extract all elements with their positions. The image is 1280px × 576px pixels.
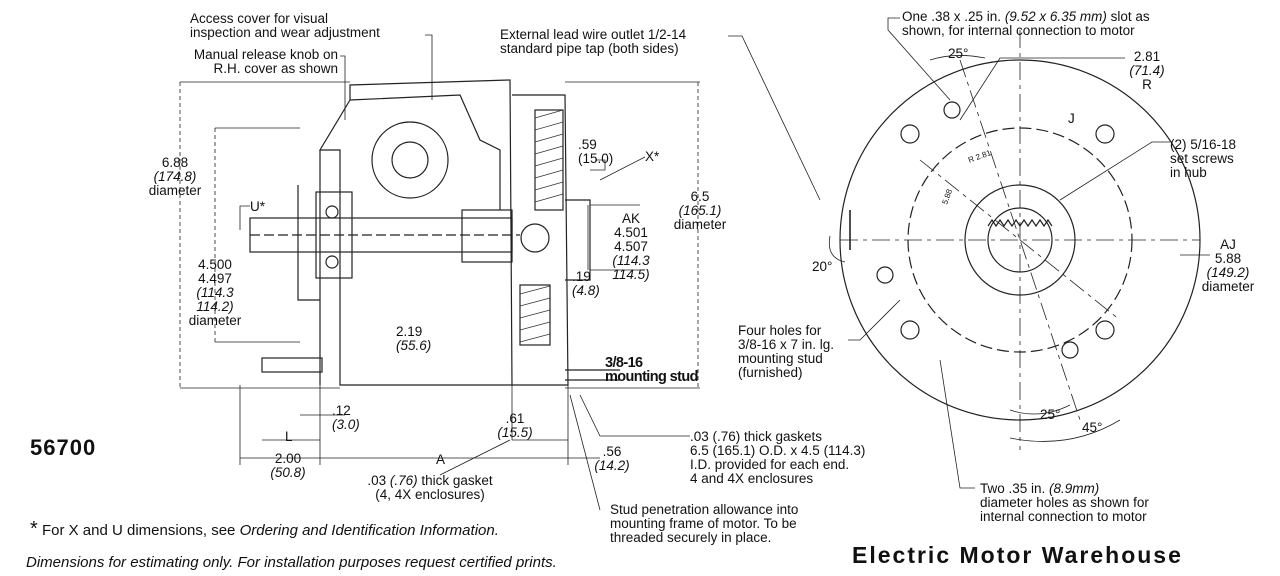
dim-012: .12 (3.0): [332, 403, 360, 432]
cover-top: [349, 94, 501, 210]
dim-A: A: [436, 452, 446, 467]
angle-25-top: 25°: [948, 46, 969, 61]
gaskets-label: .03 (.76) thick gaskets 6.5 (165.1) O.D.…: [690, 429, 866, 486]
access-cover-label: Access cover for visual inspection and w…: [190, 11, 380, 40]
mounting-stud-label: 3/8-16 mounting stud: [605, 355, 698, 385]
dim-061: .61 (15.5): [497, 411, 533, 440]
housing-left-face: [297, 185, 320, 301]
bearing: [315, 191, 353, 279]
dim-aj: AJ 5.88 (149.2) diameter: [1201, 237, 1255, 294]
dim-65: 6.5 (165.1) diameter: [673, 189, 727, 232]
disclaimer: Dimensions for estimating only. For inst…: [26, 554, 557, 571]
mounting-holes: [876, 101, 1115, 359]
shaft-collar: [461, 209, 513, 263]
two-holes-label: Two .35 in. (8.9mm) diameter holes as sh…: [980, 481, 1149, 524]
housing-outline: [318, 79, 513, 386]
thin-gasket-label: .03 (.76) thick gasket (4, 4X enclosures…: [367, 473, 493, 502]
u-star-label: U*: [250, 199, 266, 214]
brand-name: Electric Motor Warehouse: [852, 542, 1183, 568]
friction-disc-upper: [534, 109, 564, 211]
footnote: * For X and U dimensions, see Ordering a…: [30, 518, 499, 540]
set-screws-label: (2) 5/16-18 set screws in hub: [1170, 137, 1237, 180]
dim-059: .59 (15.0): [578, 137, 614, 166]
lead-wire-label: External lead wire outlet 1/2-14 standar…: [500, 27, 687, 56]
hub-ball: [520, 223, 550, 253]
release-knob-inner: [391, 141, 429, 179]
dim-4500: 4.500 4.497 (114.3 114.2) diameter: [188, 257, 242, 328]
dim-ak: AK 4.501 4.507 (114.3 114.5): [612, 211, 650, 282]
model-number: 56700: [30, 435, 97, 460]
dim-J: J: [1068, 111, 1075, 126]
release-knob-outer: [371, 121, 449, 199]
dim-219: 2.19 (55.6): [396, 324, 432, 353]
dim-281: 2.81 (71.4) R: [1129, 49, 1165, 92]
dim-056: .56 (14.2): [594, 444, 630, 473]
dim-688: 6.88 (174.8) diameter: [148, 155, 202, 198]
angle-45: 45°: [1082, 420, 1103, 435]
mounting-stud-lower-left: [261, 357, 323, 373]
stud-penetration-label: Stud penetration allowance into mounting…: [610, 502, 799, 545]
slot-label: One .38 x .25 in. (9.52 x 6.35 mm) slot …: [902, 9, 1150, 38]
x-star-label: X*: [645, 149, 660, 164]
release-knob-label: Manual release knob on R.H. cover as sho…: [193, 47, 338, 76]
friction-disc-lower: [519, 284, 551, 346]
dim-200: 2.00 (50.8): [270, 451, 306, 480]
dim-019: .19 (4.8): [572, 269, 600, 298]
dim-L: L: [285, 429, 293, 444]
angle-25-bottom: 25°: [1040, 407, 1061, 422]
angle-20: 20°: [812, 259, 833, 274]
four-holes-label: Four holes for 3/8-16 x 7 in. lg. mounti…: [738, 323, 835, 380]
